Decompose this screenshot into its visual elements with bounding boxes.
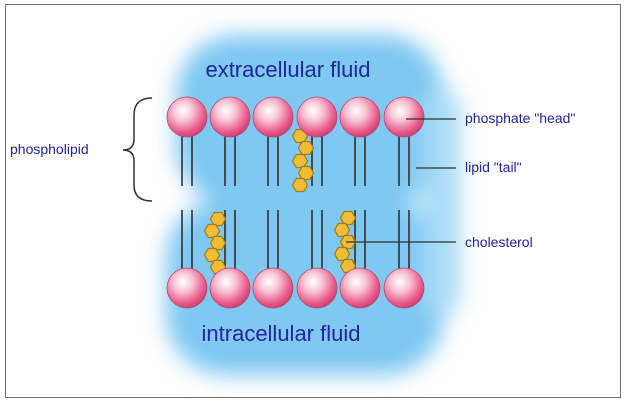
cholesterol-ring	[291, 153, 309, 169]
cholesterol-ring	[297, 140, 315, 156]
outer-phosphate-head	[209, 96, 251, 138]
inner-phosphate-head	[209, 267, 251, 309]
lipid-tails	[181, 135, 410, 270]
outer-phosphate-head	[339, 96, 381, 138]
phosphate-heads	[166, 96, 425, 309]
outer-phosphate-head	[383, 96, 425, 138]
phosphate-head-label: phosphate "head"	[465, 110, 575, 126]
cholesterol-label: cholesterol	[465, 234, 533, 250]
cholesterol-ring	[209, 235, 227, 251]
inner-phosphate-head	[383, 267, 425, 309]
inner-phosphate-head	[252, 267, 294, 309]
cholesterol-ring	[333, 246, 351, 262]
outer-phosphate-head	[252, 96, 294, 138]
cholesterol-molecule	[291, 128, 315, 193]
inner-phosphate-head	[166, 267, 208, 309]
inner-phosphate-head	[296, 267, 338, 309]
cholesterol-ring	[209, 211, 227, 227]
cholesterol-ring	[297, 165, 315, 181]
cholesterol-ring	[203, 247, 221, 263]
diagram-frame: extracellular fluid intracellular fluid …	[5, 4, 621, 398]
cholesterol-ring	[339, 210, 357, 226]
phospholipid-bracket	[122, 97, 153, 202]
cell-membrane-diagram: extracellular fluid intracellular fluid …	[10, 35, 575, 375]
cholesterol-ring	[291, 177, 309, 193]
cholesterol-ring	[203, 223, 221, 239]
cholesterol-ring	[333, 222, 351, 238]
intracellular-fluid-label: intracellular fluid	[202, 321, 361, 346]
outer-phosphate-head	[296, 96, 338, 138]
cholesterol-molecule	[203, 211, 227, 275]
fluid-glow-right	[424, 89, 460, 315]
lipid-tail-label: lipid "tail"	[465, 159, 522, 175]
phospholipid-label: phospholipid	[10, 141, 89, 157]
outer-phosphate-head	[166, 96, 208, 138]
extracellular-fluid-label: extracellular fluid	[205, 57, 370, 82]
inner-phosphate-head	[339, 267, 381, 309]
cholesterol-molecules	[203, 128, 357, 275]
